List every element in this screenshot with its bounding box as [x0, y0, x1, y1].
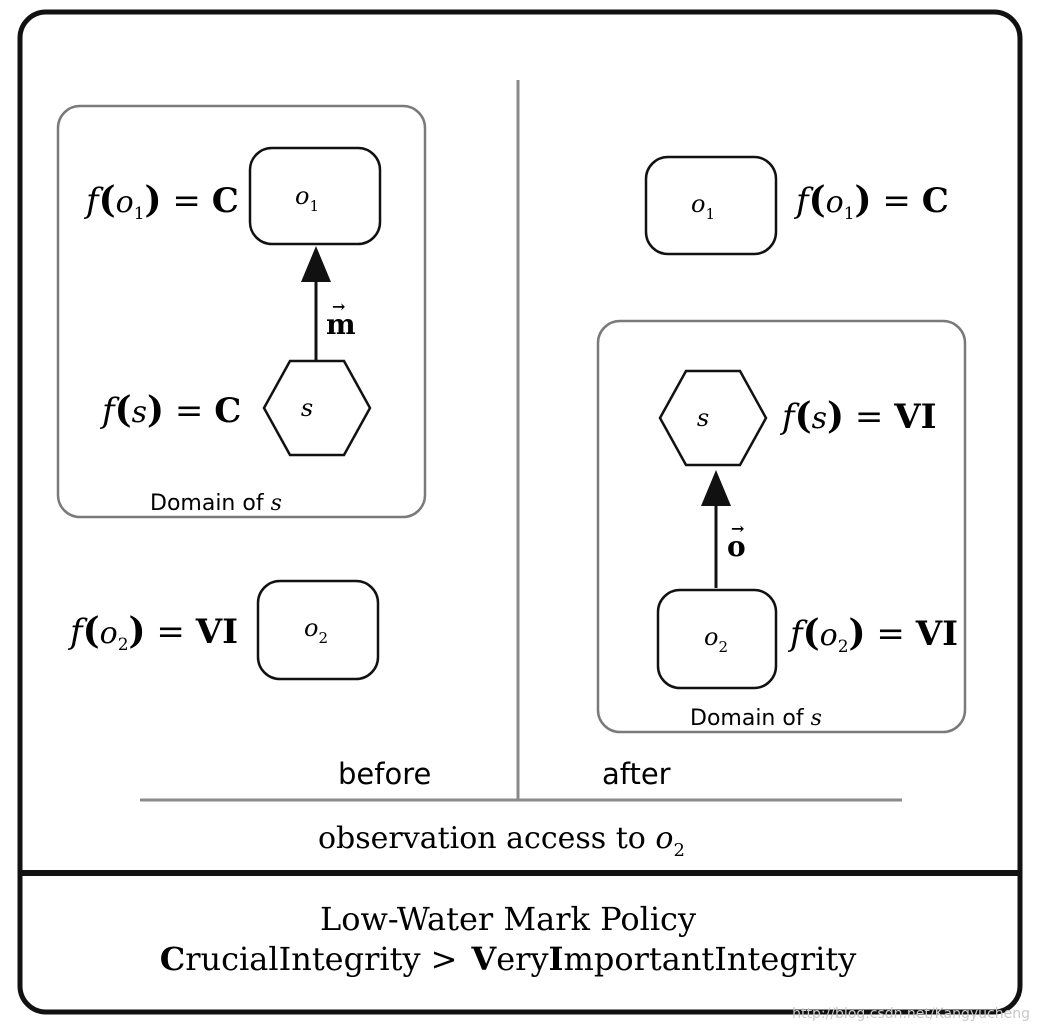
after-o2-node	[656, 588, 778, 690]
after-domain-label: Domain of s	[690, 706, 822, 731]
after-label: after	[602, 757, 671, 791]
after-s-level: f(s) = VI	[779, 395, 937, 437]
after-arrow-head	[701, 470, 731, 506]
before-s-level: f(s) = C	[99, 389, 241, 431]
before-o2-level: f(o2) = VI	[67, 610, 238, 655]
after-s-node	[658, 369, 768, 467]
outer-frame	[17, 9, 1023, 1015]
after-domain-box	[596, 319, 967, 734]
before-o1-node	[248, 146, 382, 246]
before-s-node	[262, 359, 372, 457]
before-domain-label: Domain of s	[150, 491, 282, 516]
before-s-node-label: s	[301, 394, 313, 422]
after-o2-level: f(o2) = VI	[787, 612, 958, 657]
after-panel: o1 f(o1) = C Domain of s s f(s) = VI o →…	[596, 155, 967, 791]
watermark: http://blog.csdn.net/Kangyucheng	[792, 1006, 1030, 1022]
after-o1-node-label: o1	[691, 190, 715, 223]
before-o1-node-label: o1	[295, 182, 319, 215]
before-arrow-label: m	[326, 308, 356, 341]
after-arrow-label: o	[727, 530, 746, 563]
after-arrow-vector-mark: →	[731, 519, 744, 538]
before-arrow-head	[301, 246, 331, 282]
access-caption: observation access to o2	[318, 821, 685, 861]
before-label: before	[338, 757, 431, 791]
policy-ordering: CrucialIntegrity>VeryImportantIntegrity	[160, 940, 857, 978]
after-o2-node-label: o2	[704, 623, 728, 656]
after-o1-level: f(o1) = C	[793, 179, 949, 224]
after-s-node-label: s	[697, 404, 709, 432]
before-o2-node	[256, 579, 380, 681]
before-o2-node-label: o2	[304, 614, 328, 647]
after-o1-node	[644, 155, 778, 256]
before-arrow-vector-mark: →	[332, 297, 345, 316]
before-domain-box	[56, 104, 427, 519]
before-o1-level: f(o1) = C	[83, 179, 239, 224]
before-panel: Domain of s o1 f(o1) = C m → s f(s) = C …	[56, 104, 431, 791]
policy-title: Low-Water Mark Policy	[320, 900, 696, 938]
